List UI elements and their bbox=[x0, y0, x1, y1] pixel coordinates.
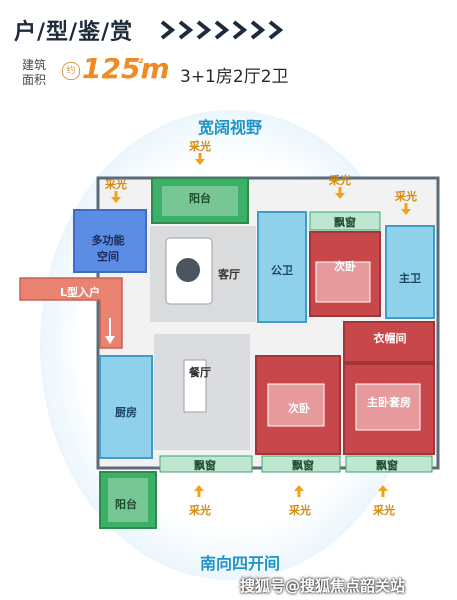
light-label: 采光 bbox=[105, 178, 127, 191]
bay-window-bottom-3 bbox=[345, 455, 433, 473]
watermark: 搜狐号@搜狐焦点韶关站 bbox=[240, 577, 406, 595]
chevron-row-icon bbox=[160, 20, 284, 40]
label-entrance: L型入户 bbox=[59, 286, 100, 299]
arrow-up-icon bbox=[294, 485, 304, 497]
label-multi-room: 多功能空间 bbox=[91, 234, 125, 263]
label-master-suite: 主卧套房 bbox=[367, 396, 411, 409]
public-bath bbox=[257, 211, 307, 323]
entrance-l bbox=[19, 277, 123, 349]
arrow-down-icon bbox=[111, 191, 121, 203]
label-closet: 衣帽间 bbox=[373, 332, 407, 345]
label-bedroom-top: 次卧 bbox=[334, 260, 356, 273]
area-prefix: 约 bbox=[62, 62, 80, 80]
light-label: 采光 bbox=[329, 174, 351, 187]
page-title: 户/型/鉴/赏 bbox=[14, 20, 134, 45]
area-unit: ² bbox=[138, 56, 144, 70]
light-label: 采光 bbox=[189, 140, 211, 153]
multi-function-room bbox=[73, 209, 147, 273]
label-bay-window-bottom-1: 飘窗 bbox=[194, 459, 216, 472]
header: 户/型/鉴/赏 建筑面积 约 125m ² 3+1房2厅2卫 bbox=[0, 0, 457, 100]
label-living: 客厅 bbox=[218, 268, 240, 281]
label-bedroom-bottom: 次卧 bbox=[288, 402, 310, 415]
label-balcony-bottom: 阳台 bbox=[115, 498, 137, 511]
label-balcony-top: 阳台 bbox=[189, 192, 211, 205]
label-dining: 餐厅 bbox=[189, 366, 211, 379]
layout-text: 3+1房2厅2卫 bbox=[180, 67, 289, 87]
label-bay-window-top: 飘窗 bbox=[334, 216, 356, 229]
arrow-up-icon bbox=[194, 485, 204, 497]
master-bath bbox=[385, 225, 435, 319]
area-value: 125m bbox=[82, 52, 170, 85]
label-bay-window-bottom-3: 飘窗 bbox=[376, 459, 398, 472]
bay-window-bottom-2 bbox=[261, 455, 341, 473]
label-master-bath: 主卫 bbox=[399, 272, 421, 285]
light-label: 采光 bbox=[289, 504, 311, 517]
arrow-down-icon bbox=[335, 187, 345, 199]
closet bbox=[343, 321, 435, 363]
label-kitchen: 厨房 bbox=[115, 406, 137, 419]
light-label: 采光 bbox=[373, 504, 395, 517]
light-label: 采光 bbox=[395, 190, 417, 203]
kitchen bbox=[99, 355, 153, 459]
arrow-up-icon bbox=[378, 485, 388, 497]
light-label: 采光 bbox=[189, 504, 211, 517]
bay-window-bottom-1 bbox=[159, 455, 253, 473]
area-label: 建筑面积 bbox=[22, 58, 47, 87]
label-bay-window-bottom-2: 飘窗 bbox=[292, 459, 314, 472]
orientation-top: 宽阔视野 bbox=[197, 118, 262, 137]
bay-window-top bbox=[309, 211, 381, 231]
arrow-down-icon bbox=[195, 153, 205, 165]
arrow-down-icon bbox=[401, 203, 411, 215]
label-public-bath: 公卫 bbox=[271, 264, 293, 277]
orientation-bottom: 南向四开间 bbox=[199, 554, 280, 573]
